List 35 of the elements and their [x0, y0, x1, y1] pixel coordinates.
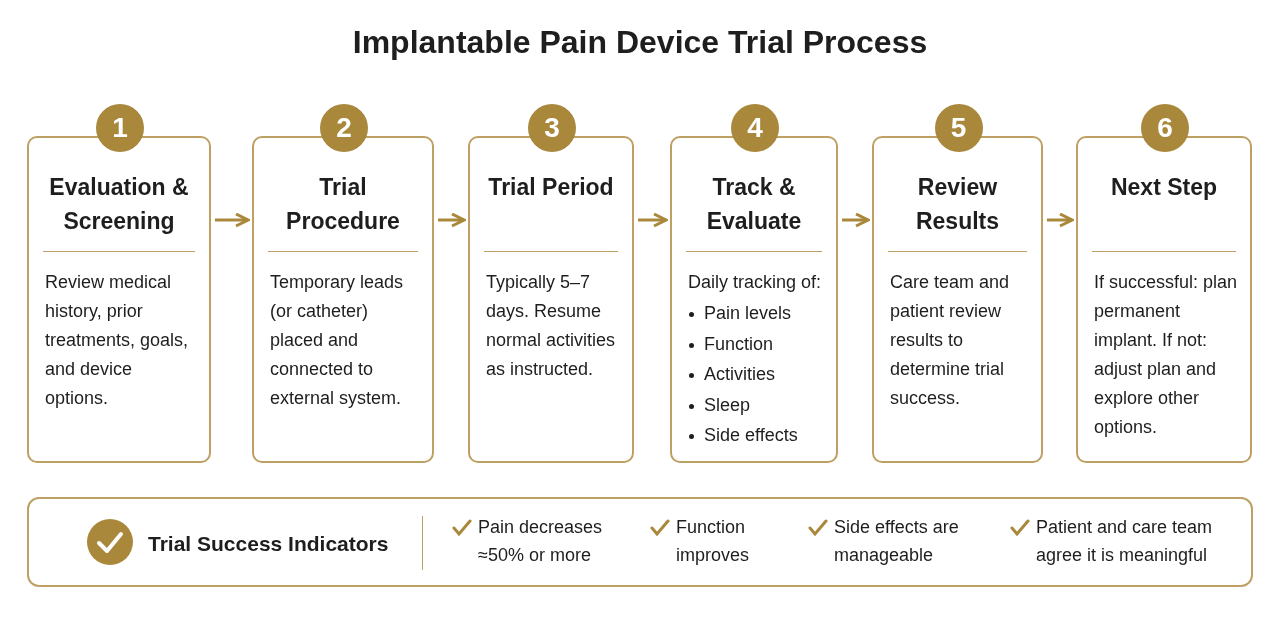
- step-number: 4: [731, 104, 779, 152]
- bullet-item: Function: [704, 332, 774, 356]
- indicator-text: Function improves: [676, 516, 751, 567]
- step-description: Care team and patient review results to determine trial success.: [890, 271, 1011, 410]
- step-heading: Review Results: [914, 173, 1001, 236]
- panel-heading: Trial Success Indicators: [148, 531, 389, 557]
- arrow: [438, 212, 466, 228]
- step-description: Temporary leads (or catheter) placed and connected to external system.: [270, 271, 405, 410]
- bullet-item: Activities: [704, 363, 775, 386]
- step-description: Typically 5–7 days. Resume normal activities as instructed.: [486, 271, 617, 381]
- arrow: [638, 212, 668, 228]
- bullet-item: Sleep: [704, 393, 751, 417]
- step-heading: Track & Evaluate: [705, 173, 803, 236]
- step-description: If successful: plan permanent implant. If not: adjust plan and explore other options.: [1094, 271, 1239, 439]
- step-description: Review medical history, prior treatments, goals, and device options.: [45, 271, 190, 410]
- step-number: 5: [934, 104, 983, 152]
- arrow: [842, 212, 870, 228]
- indicator-text: Pain decreases ≈50% or more: [478, 516, 604, 567]
- step-number: 6: [1141, 104, 1189, 152]
- step-number: 2: [320, 104, 368, 152]
- indicator-text: Patient and care team agree it is meaningful: [1036, 516, 1214, 567]
- indicators-panel: [27, 497, 1253, 587]
- step-heading: Trial Period: [487, 173, 615, 202]
- diagram-title: Implantable Pain Device Trial Process: [352, 24, 928, 61]
- indicator-text: Side effects are manageable: [834, 516, 960, 567]
- step-number: 1: [96, 104, 144, 152]
- arrow: [1047, 212, 1074, 228]
- step-number: 3: [528, 104, 576, 152]
- arrow: [215, 212, 250, 228]
- step-description: Daily tracking of:: [688, 271, 823, 294]
- step-heading: Next Step: [1109, 173, 1219, 202]
- bullet-item: Pain levels: [704, 302, 792, 325]
- bullet-item: Side effects: [704, 424, 798, 447]
- step-heading: Trial Procedure: [285, 173, 401, 236]
- step-heading: Evaluation & Screening: [48, 173, 190, 236]
